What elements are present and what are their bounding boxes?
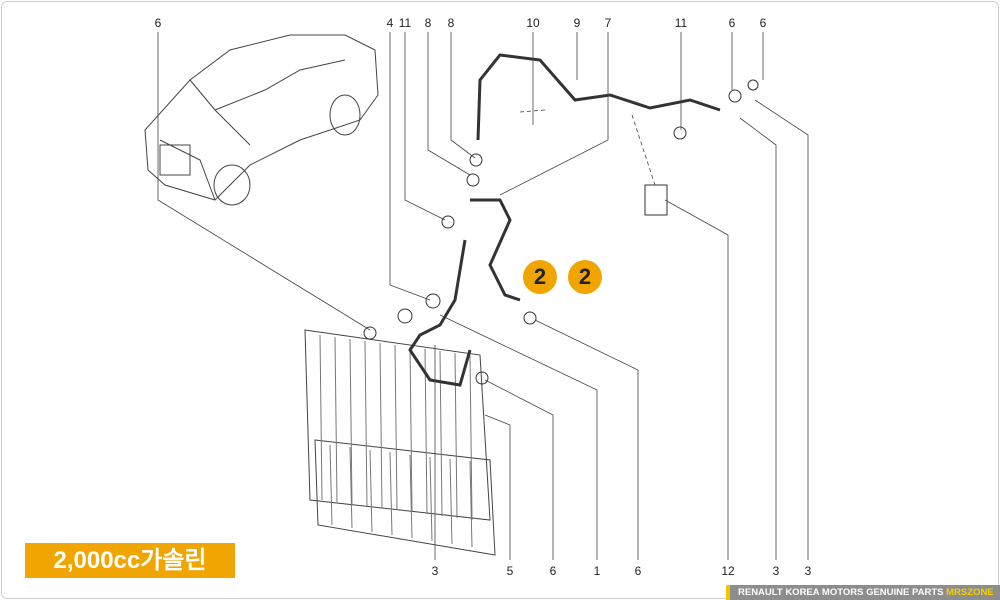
callout-bottom: 1: [593, 564, 601, 578]
callout-bottom: 6: [634, 564, 642, 578]
callout-top: 10: [526, 16, 540, 30]
callout-top: 6: [759, 16, 767, 30]
leader-lines: [157, 32, 809, 560]
banner-brand: MRSZONE: [946, 587, 994, 598]
engine-label: 2,000cc가솔린: [25, 543, 235, 578]
brand-banner: RENAULT KOREA MOTORS GENUINE PARTS MRSZO…: [726, 585, 1000, 600]
part-badge: 2: [568, 260, 602, 294]
callout-top: 4: [386, 16, 394, 30]
callout-bottom: 3: [431, 564, 439, 578]
callout-top: 8: [424, 16, 432, 30]
callout-top: 6: [154, 16, 162, 30]
part-badge: 2: [523, 260, 557, 294]
callout-bottom: 6: [549, 564, 557, 578]
callout-bottom: 3: [772, 564, 780, 578]
callout-top: 11: [674, 16, 688, 30]
small-parts: [363, 79, 759, 385]
callout-bottom: 5: [506, 564, 514, 578]
radiator-condenser: [304, 329, 496, 556]
callout-top: 11: [398, 16, 412, 30]
banner-text: RENAULT KOREA MOTORS GENUINE PARTS: [738, 587, 947, 598]
callout-bottom: 3: [804, 564, 812, 578]
callout-top: 9: [573, 16, 581, 30]
callout-top: 7: [604, 16, 612, 30]
callout-top: 6: [728, 16, 736, 30]
car-illustration: [144, 34, 379, 206]
ac-pipes: [408, 53, 721, 387]
callout-top: 8: [447, 16, 455, 30]
callout-bottom: 12: [721, 564, 735, 578]
